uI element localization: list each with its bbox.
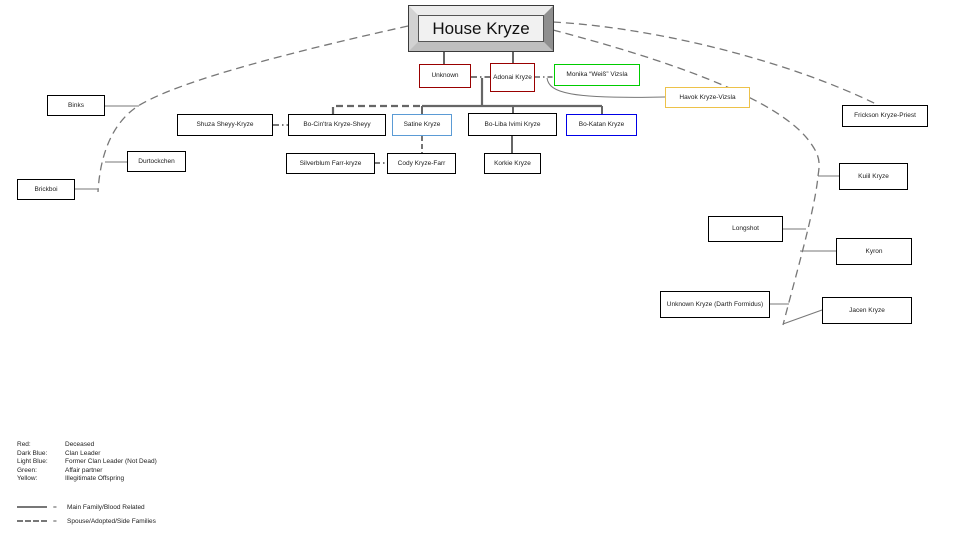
curve-right-side-families (552, 29, 820, 326)
legend-line-desc: Main Family/Blood Related (67, 503, 145, 511)
node-house-kryze[interactable]: House Kryze (408, 5, 554, 52)
equals-sign: = (53, 503, 57, 511)
node-silverblum-farr-kryze[interactable]: Silverblum Farr-kryze (286, 153, 375, 174)
node-brickboi[interactable]: Brickboi (17, 179, 75, 200)
node-bo-katan-kryze[interactable]: Bo-Katan Kryze (566, 114, 637, 136)
node-cody-kryze-farr[interactable]: Cody Kryze-Farr (387, 153, 456, 174)
legend-line-row-solid: = Main Family/Blood Related (17, 500, 156, 514)
legend-color-desc: Affair partner (65, 466, 103, 474)
legend-color-desc: Former Clan Leader (Not Dead) (65, 458, 157, 466)
node-bo-liba-ivimi-kryze[interactable]: Bo-Liba Ivimi Kryze (468, 113, 557, 136)
node-monika-vizsla[interactable]: Monika “Weiß” Vizsla (554, 64, 640, 86)
node-shuza-sheyy-kryze[interactable]: Shuza Sheyy-Kryze (177, 114, 273, 136)
node-jacen-kryze[interactable]: Jacen Kryze (822, 297, 912, 324)
legend-lines: = Main Family/Blood Related = Spouse/Ado… (17, 500, 156, 528)
edge-jacen (782, 309, 823, 325)
dashed-line-swatch (17, 520, 47, 522)
node-korkie-kryze[interactable]: Korkie Kryze (484, 153, 541, 174)
legend-color-row: Green: Affair partner (17, 467, 157, 476)
legend-color-name: Light Blue: (17, 458, 48, 466)
node-kuiil-kryze[interactable]: Kuiil Kryze (839, 163, 908, 190)
legend-line-desc: Spouse/Adopted/Side Families (67, 517, 156, 525)
legend-color-row: Dark Blue: Clan Leader (17, 450, 157, 459)
node-havok-kryze-vizsla[interactable]: Havok Kryze-Vizsla (665, 87, 750, 108)
legend-color-row: Yellow: Illegitimate Offspring (17, 475, 157, 484)
node-longshot[interactable]: Longshot (708, 216, 783, 242)
node-unknown-kryze-darth-formidus[interactable]: Unknown Kryze (Darth Formidus) (660, 291, 770, 318)
curve-frickson (552, 21, 877, 105)
equals-sign: = (53, 517, 57, 525)
title-bevel-frame (409, 6, 553, 51)
node-unknown[interactable]: Unknown (419, 64, 471, 88)
curve-left-side-families (97, 25, 409, 193)
solid-line-swatch (17, 506, 47, 508)
node-durtockchen[interactable]: Durtockchen (127, 151, 186, 172)
node-kyron[interactable]: Kyron (836, 238, 912, 265)
legend-color-row: Light Blue: Former Clan Leader (Not Dead) (17, 458, 157, 467)
edge-affair-havok (546, 77, 666, 98)
legend-color-row: Red: Deceased (17, 441, 157, 450)
node-bo-cintra-kryze-sheyy[interactable]: Bo-Cin'tra Kryze-Sheyy (288, 114, 386, 136)
legend-colors: Red: Deceased Dark Blue: Clan Leader Light… (17, 441, 157, 484)
legend-color-name: Dark Blue: (17, 449, 48, 457)
legend-color-name: Green: (17, 466, 37, 474)
legend-color-name: Red: (17, 441, 31, 448)
edge-bocintra-adopted-bracket (331, 104, 422, 114)
node-adonai-kryze[interactable]: Adonai Kryze (490, 63, 535, 92)
node-satine-kryze[interactable]: Satine Kryze (392, 114, 452, 136)
legend-line-row-dashed: = Spouse/Adopted/Side Families (17, 514, 156, 528)
legend-color-desc: Clan Leader (65, 449, 101, 457)
legend-color-desc: Deceased (65, 441, 95, 448)
legend-color-desc: Illegitimate Offspring (65, 475, 125, 483)
node-binks[interactable]: Binks (47, 95, 105, 116)
node-frickson-kryze-priest[interactable]: Frickson Kryze-Priest (842, 105, 928, 127)
legend-color-name: Yellow: (17, 475, 38, 483)
diagram-title: House Kryze (418, 15, 544, 42)
